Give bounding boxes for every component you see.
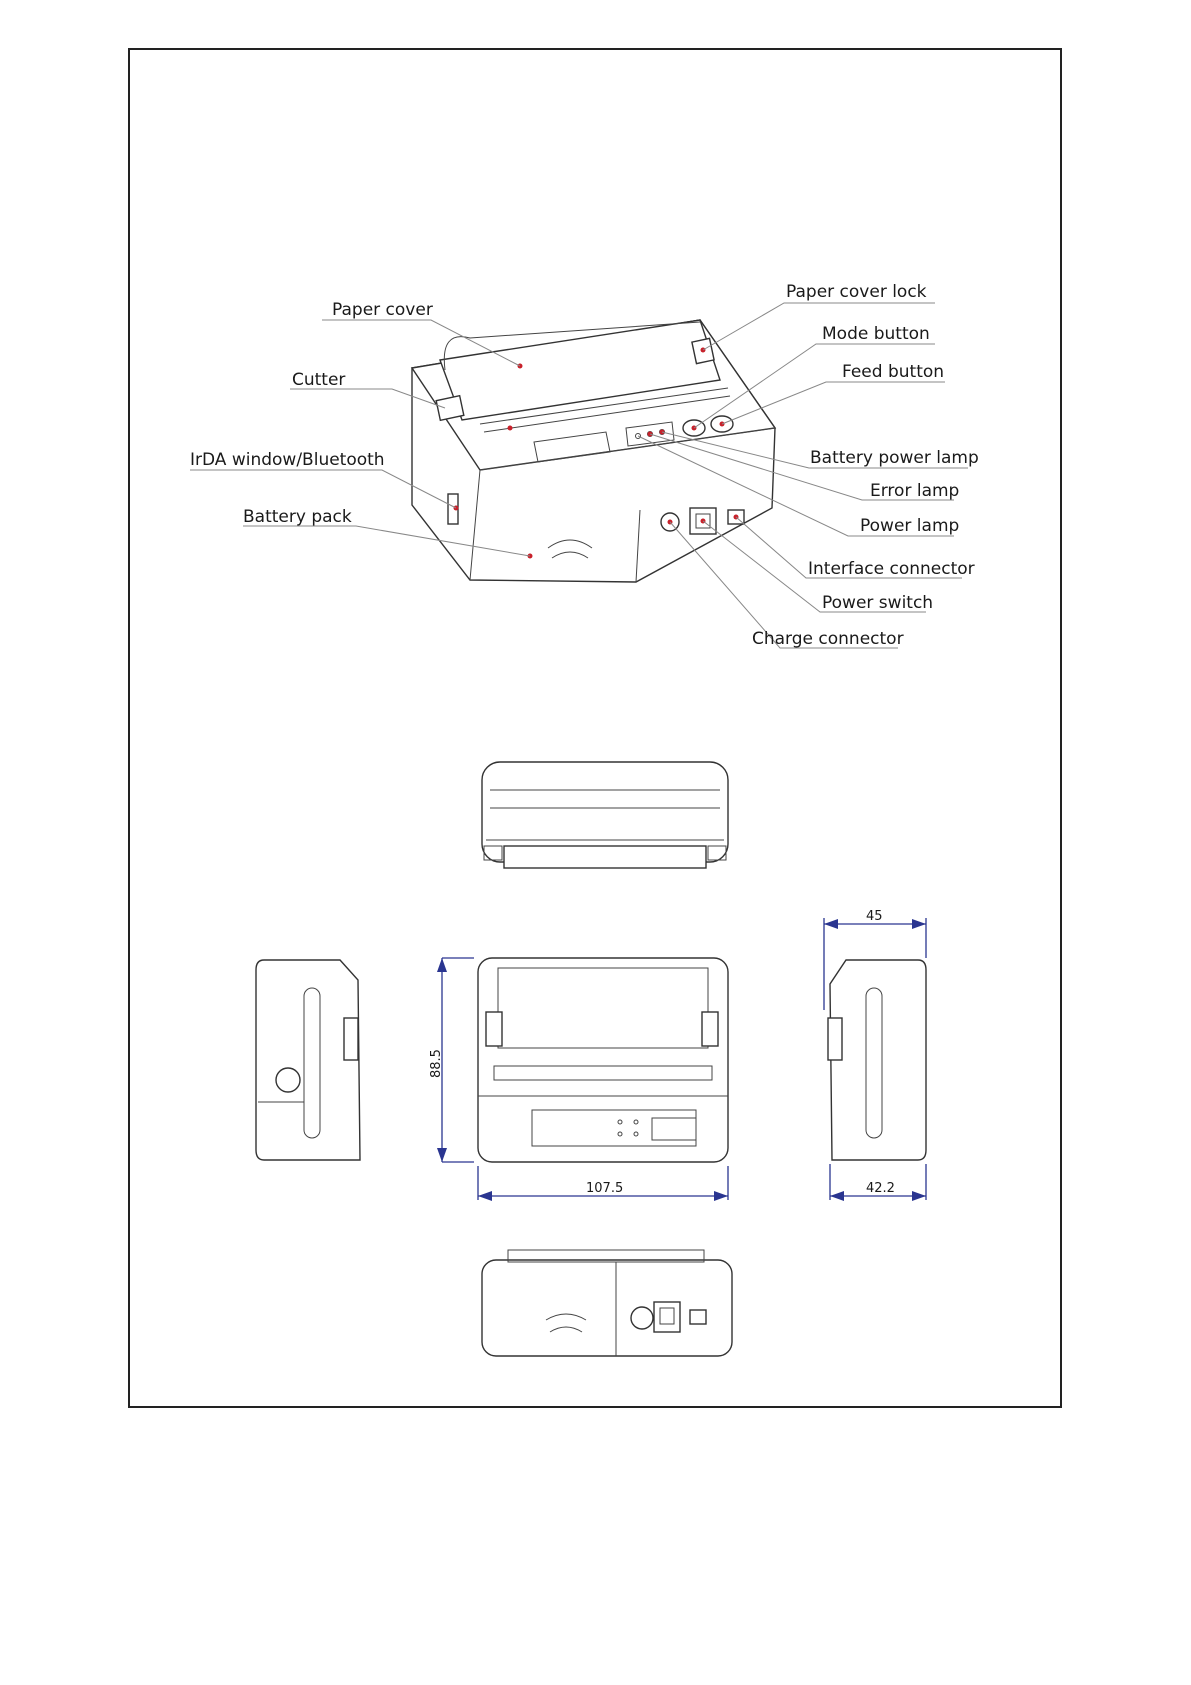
label-power-lamp: Power lamp	[860, 516, 959, 536]
right-side-view	[828, 960, 926, 1160]
label-feed-button: Feed button	[842, 362, 944, 382]
label-cutter: Cutter	[292, 370, 345, 390]
top-view	[482, 762, 728, 868]
label-mode-button: Mode button	[822, 324, 930, 344]
label-error-lamp: Error lamp	[870, 481, 959, 501]
dimension-depth-bottom: 42.2	[830, 1164, 926, 1201]
dimension-width: 107.5	[478, 1166, 728, 1201]
label-power-switch: Power switch	[822, 593, 933, 613]
dimension-height-label: 88.5	[429, 1049, 444, 1078]
dimension-width-label: 107.5	[586, 1181, 623, 1196]
label-battery-pack: Battery pack	[243, 507, 352, 527]
label-interface-connector: Interface connector	[808, 559, 975, 579]
rear-view	[482, 1250, 732, 1356]
front-view	[478, 958, 728, 1162]
label-charge-connector: Charge connector	[752, 629, 904, 649]
left-side-view	[256, 960, 360, 1160]
isometric-printer-view	[412, 320, 775, 582]
dimension-height: 88.5	[429, 958, 474, 1162]
dimension-depth-bottom-label: 42.2	[866, 1181, 895, 1196]
label-paper-cover: Paper cover	[332, 300, 433, 320]
label-battery-power-lamp: Battery power lamp	[810, 448, 979, 468]
label-irda-bluetooth: IrDA window/Bluetooth	[190, 450, 385, 470]
dimension-depth-top-label: 45	[866, 909, 883, 924]
label-paper-cover-lock: Paper cover lock	[786, 282, 927, 302]
